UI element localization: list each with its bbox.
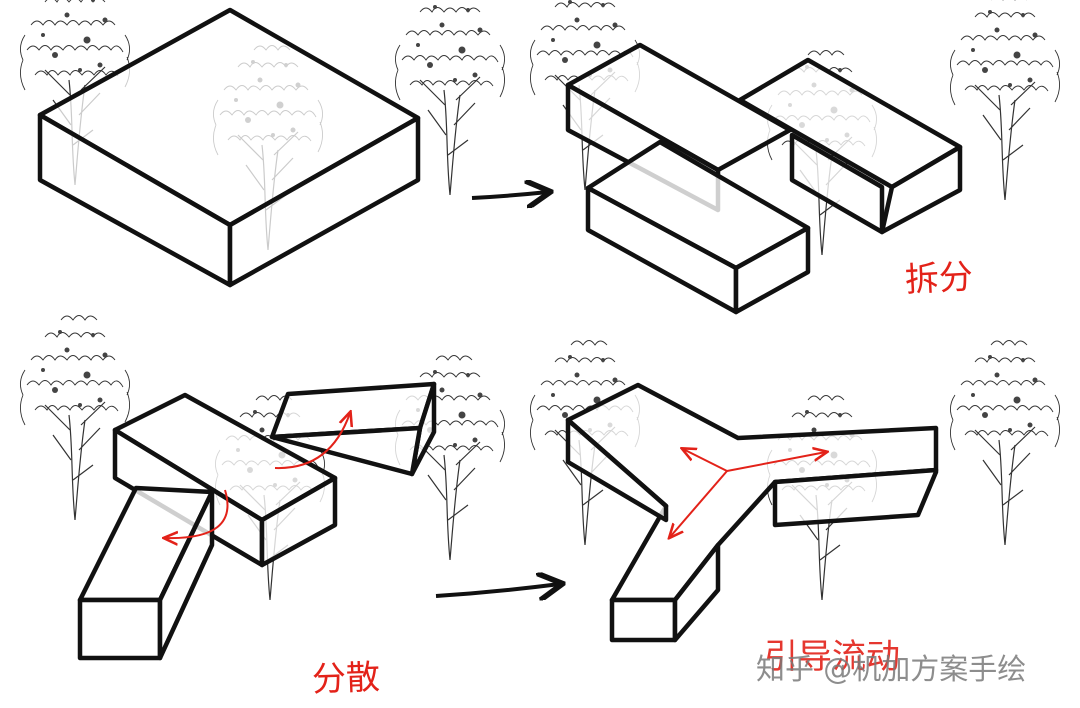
tree-icon xyxy=(949,339,1061,546)
label-split: 拆分 xyxy=(904,257,974,301)
rotate-arrow-icon xyxy=(165,489,229,538)
flow-arrows xyxy=(670,449,826,537)
label-flow: 引导流动 xyxy=(764,637,900,677)
watermark: 知乎 @机加方案手绘 xyxy=(756,652,1027,686)
scattered-blocks xyxy=(77,381,437,661)
right-arrow-icon xyxy=(435,584,560,596)
tree-icon xyxy=(949,0,1061,201)
split-blocks xyxy=(565,42,963,315)
label-scatter: 分散 xyxy=(311,658,380,700)
right-arrow-icon xyxy=(471,192,548,198)
rotate-arrow-icon xyxy=(274,413,350,470)
single-block xyxy=(37,7,421,288)
tree-icon xyxy=(19,314,131,521)
y-shaped-block xyxy=(565,382,939,643)
